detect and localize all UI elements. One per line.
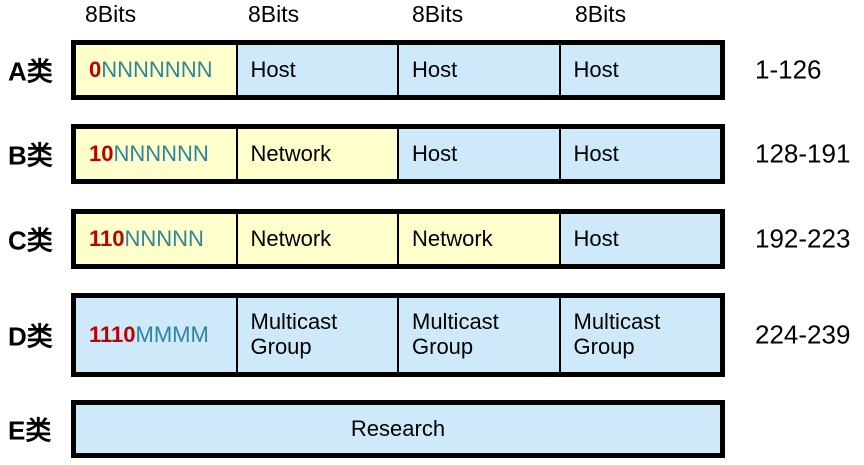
class-label: A类 (8, 56, 53, 87)
field-cell: Host (397, 129, 559, 179)
field-cell: Network (235, 129, 397, 179)
bit-width-label: 8Bits (248, 1, 300, 27)
field-cell: Research (76, 405, 720, 453)
field-cell: Host (235, 45, 397, 95)
address-range-label: 128-191 (755, 138, 851, 169)
class-row-5: E类 Research (0, 400, 864, 458)
field-label: Network (412, 225, 493, 251)
field-label: Host (412, 56, 458, 82)
bits-prefix: 10 (89, 140, 114, 166)
bit-width-label: 8Bits (575, 1, 627, 27)
bits-suffix: NNNNNNN (101, 56, 213, 82)
field-label: Host (573, 56, 619, 82)
bit-width-label: 8Bits (85, 1, 137, 27)
bit-width-label: 8Bits (412, 1, 464, 27)
field-label: Network (250, 225, 332, 251)
class-label: E类 (8, 415, 52, 446)
field-label: Host (250, 56, 296, 82)
field-cell: Multicast Group (235, 298, 397, 372)
field-cell: Host (558, 45, 720, 95)
field-label: Host (573, 140, 619, 166)
class-label: C类 (8, 225, 53, 256)
address-range-label: 1-126 (755, 54, 822, 85)
field-label: Multicast Group (412, 309, 499, 359)
field-cell: Multicast Group (397, 298, 559, 372)
field-cell: Host (558, 129, 720, 179)
field-label: Multicast Group (573, 309, 661, 359)
field-cell: Network (397, 214, 559, 264)
class-label: B类 (8, 140, 53, 171)
address-range-label: 192-223 (755, 223, 851, 254)
bits-prefix: 0 (89, 56, 102, 82)
bits-suffix: MMMM (135, 321, 209, 347)
bits-prefix: 1110 (89, 321, 136, 347)
class-label: D类 (8, 321, 53, 352)
field-cell: Network (235, 214, 397, 264)
bits-prefix: 110 (89, 225, 125, 251)
field-label: Multicast Group (250, 309, 338, 359)
field-cell: Host (558, 214, 720, 264)
octet-box: Research (71, 400, 725, 458)
bits-suffix: NNNNNN (113, 140, 209, 166)
field-cell: Multicast Group (558, 298, 720, 372)
field-label: Research (350, 415, 446, 441)
field-label: Host (412, 140, 458, 166)
field-label: Network (250, 140, 332, 166)
bits-suffix: NNNNN (124, 225, 204, 251)
field-label: Host (573, 225, 619, 251)
field-cell: Host (397, 45, 559, 95)
address-range-label: 224-239 (755, 319, 851, 350)
